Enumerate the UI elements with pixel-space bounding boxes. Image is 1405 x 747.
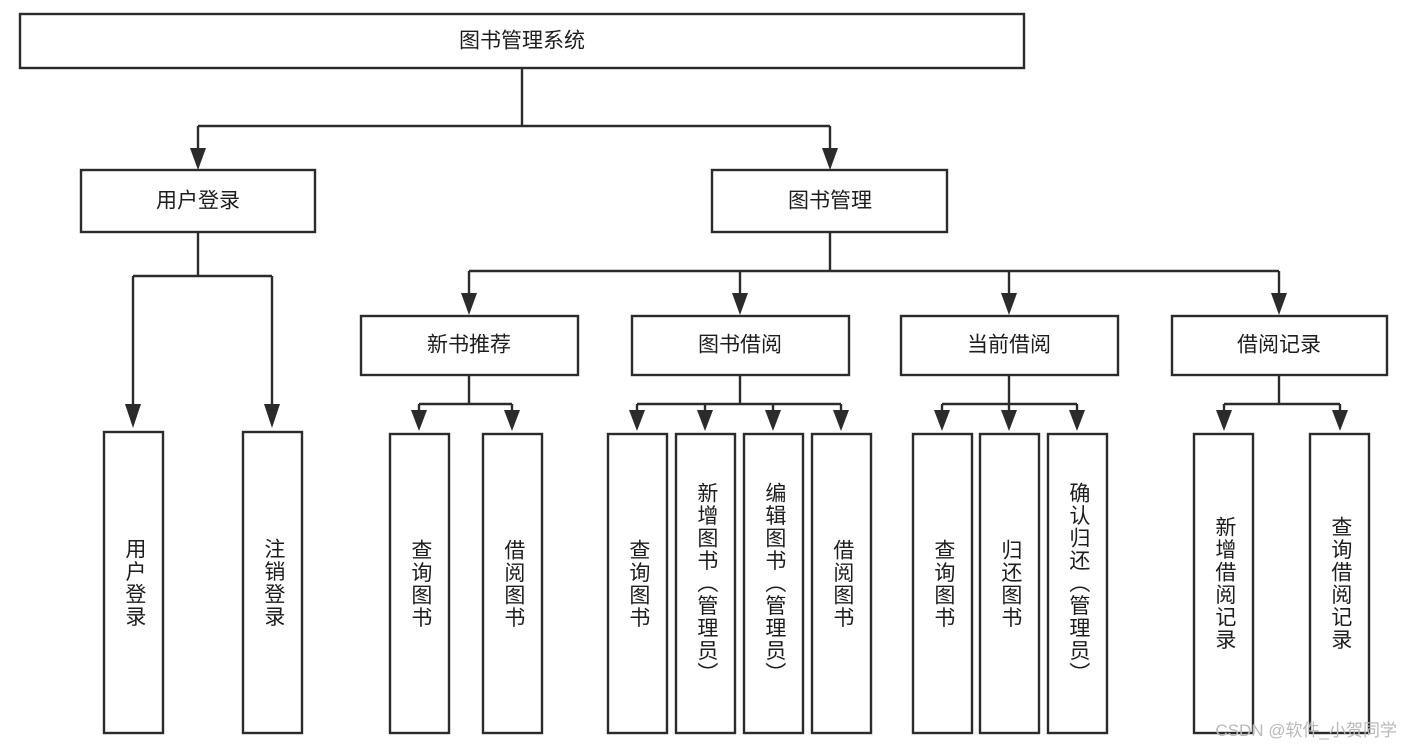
connector-group-new-book-rec bbox=[411, 375, 520, 431]
node-new-book-rec[interactable]: 新书推荐 bbox=[359, 314, 580, 377]
node-leaf-6-box[interactable] bbox=[674, 432, 737, 735]
arrow-head-current-borrow bbox=[1001, 293, 1017, 315]
connector-group-user-login bbox=[125, 232, 280, 428]
arrow-head-leaf-6 bbox=[697, 410, 713, 431]
node-leaf-8-box[interactable] bbox=[810, 432, 873, 735]
node-book-borrow-box[interactable] bbox=[630, 314, 851, 377]
node-current-borrow-box[interactable] bbox=[899, 314, 1120, 377]
node-leaf-12-box[interactable] bbox=[1192, 432, 1255, 735]
arrow-head-borrow-record bbox=[1271, 293, 1287, 315]
arrow-head-leaf-7 bbox=[765, 410, 781, 431]
node-borrow-record[interactable]: 借阅记录 bbox=[1170, 314, 1389, 377]
node-leaf-9-box[interactable] bbox=[911, 432, 974, 735]
arrow-head-book-borrow bbox=[732, 293, 748, 315]
arrow-head-leaf-5 bbox=[629, 410, 645, 431]
node-root-label: 图书管理系统 bbox=[459, 30, 585, 53]
csdn-watermark: CSDN @软件_小贺同学 bbox=[1215, 721, 1397, 740]
node-leaf-2-box[interactable] bbox=[241, 430, 304, 735]
node-leaf-7-box[interactable] bbox=[742, 432, 805, 735]
node-book-manage-label: 图书管理 bbox=[788, 190, 872, 213]
node-book-manage-box[interactable] bbox=[710, 168, 949, 234]
arrow-head-leaf-13 bbox=[1332, 410, 1348, 431]
node-new-book-rec-box[interactable] bbox=[359, 314, 580, 377]
node-leaf-4-box[interactable] bbox=[481, 432, 544, 735]
arrow-head-leaf-3 bbox=[411, 410, 427, 431]
arrow-head-leaf-8 bbox=[833, 410, 849, 431]
connector-group-borrow-record bbox=[1216, 375, 1348, 431]
node-book-borrow-label: 图书借阅 bbox=[698, 334, 782, 357]
node-borrow-record-label: 借阅记录 bbox=[1237, 334, 1321, 357]
arrow-head-leaf-11 bbox=[1069, 410, 1085, 431]
node-leaf-3-box[interactable] bbox=[388, 432, 451, 735]
node-user-login-box[interactable] bbox=[79, 168, 317, 234]
arrow-head-leaf-12 bbox=[1216, 410, 1232, 431]
connector-group-book-borrow bbox=[629, 375, 849, 431]
node-current-borrow-label: 当前借阅 bbox=[967, 334, 1051, 357]
node-user-login-label: 用户登录 bbox=[156, 190, 240, 213]
node-leaf-5-box[interactable] bbox=[606, 432, 669, 735]
arrow-head-leaf-9 bbox=[934, 410, 950, 431]
node-book-manage[interactable]: 图书管理 bbox=[710, 168, 949, 234]
arrow-head-book-manage bbox=[822, 148, 838, 170]
node-root[interactable]: 图书管理系统 bbox=[18, 12, 1026, 70]
arrow-head-leaf-1 bbox=[125, 404, 141, 428]
arrow-head-leaf-2 bbox=[264, 404, 280, 428]
arrow-head-user-login bbox=[190, 148, 206, 170]
node-user-login[interactable]: 用户登录 bbox=[79, 168, 317, 234]
arrow-head-leaf-4 bbox=[504, 410, 520, 431]
connector-group-current-borrow bbox=[934, 375, 1085, 431]
node-leaf-11-box[interactable] bbox=[1046, 432, 1109, 735]
connector-group-book-manage bbox=[461, 232, 1287, 315]
connector-group-root bbox=[190, 68, 838, 170]
node-book-borrow[interactable]: 图书借阅 bbox=[630, 314, 851, 377]
node-leaf-1-box[interactable] bbox=[102, 430, 165, 735]
node-leaf-13-box[interactable] bbox=[1308, 432, 1371, 735]
node-root-box[interactable] bbox=[18, 12, 1026, 70]
arrow-head-leaf-10 bbox=[1001, 410, 1017, 431]
node-new-book-rec-label: 新书推荐 bbox=[427, 334, 511, 357]
node-current-borrow[interactable]: 当前借阅 bbox=[899, 314, 1120, 377]
arrow-head-new-book-rec bbox=[461, 293, 477, 315]
node-leaf-10-box[interactable] bbox=[978, 432, 1041, 735]
node-borrow-record-box[interactable] bbox=[1170, 314, 1389, 377]
